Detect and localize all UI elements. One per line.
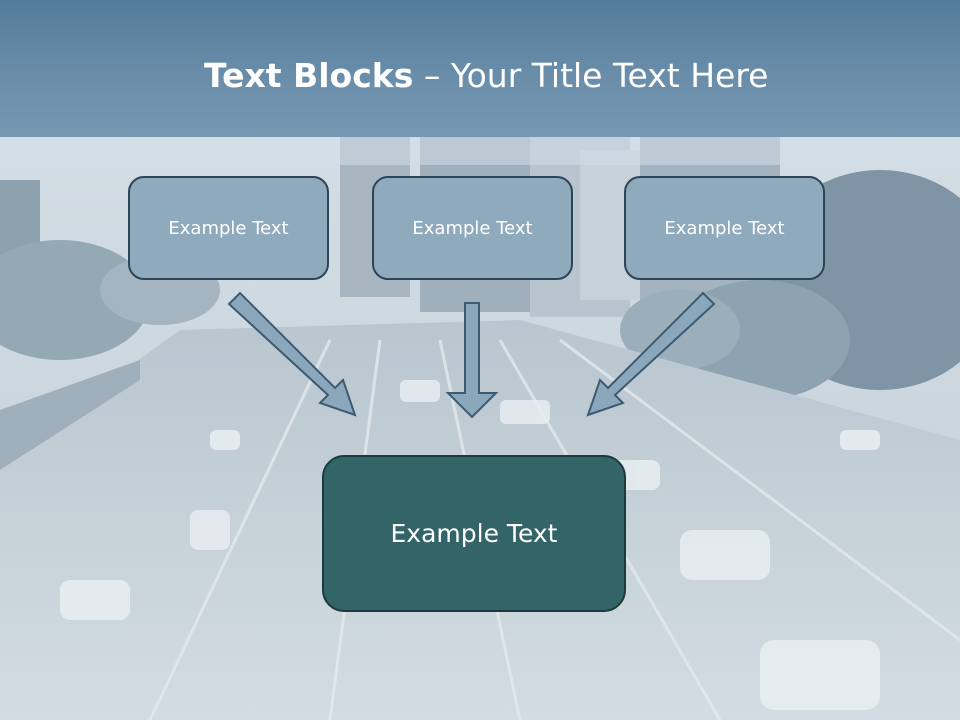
slide-title-rest: Your Title Text Here (450, 56, 769, 95)
text-block-top-center[interactable]: Example Text (372, 176, 573, 280)
text-block-top-left[interactable]: Example Text (128, 176, 329, 280)
text-block-top-center-label: Example Text (412, 217, 533, 239)
title-bar (0, 0, 960, 137)
slide-title: Text Blocks – Your Title Text Here (204, 54, 768, 98)
arrow-left-icon (227, 291, 357, 417)
text-block-top-left-label: Example Text (168, 217, 289, 239)
text-block-top-right-label: Example Text (664, 217, 785, 239)
text-block-top-right[interactable]: Example Text (624, 176, 825, 280)
arrow-center-icon (445, 302, 499, 419)
slide-title-separator: – (413, 56, 451, 95)
text-block-main[interactable]: Example Text (322, 455, 626, 612)
arrow-right-icon (586, 291, 716, 417)
title-band (0, 137, 960, 165)
slide-title-bold: Text Blocks (204, 56, 414, 95)
text-block-main-label: Example Text (390, 519, 558, 548)
